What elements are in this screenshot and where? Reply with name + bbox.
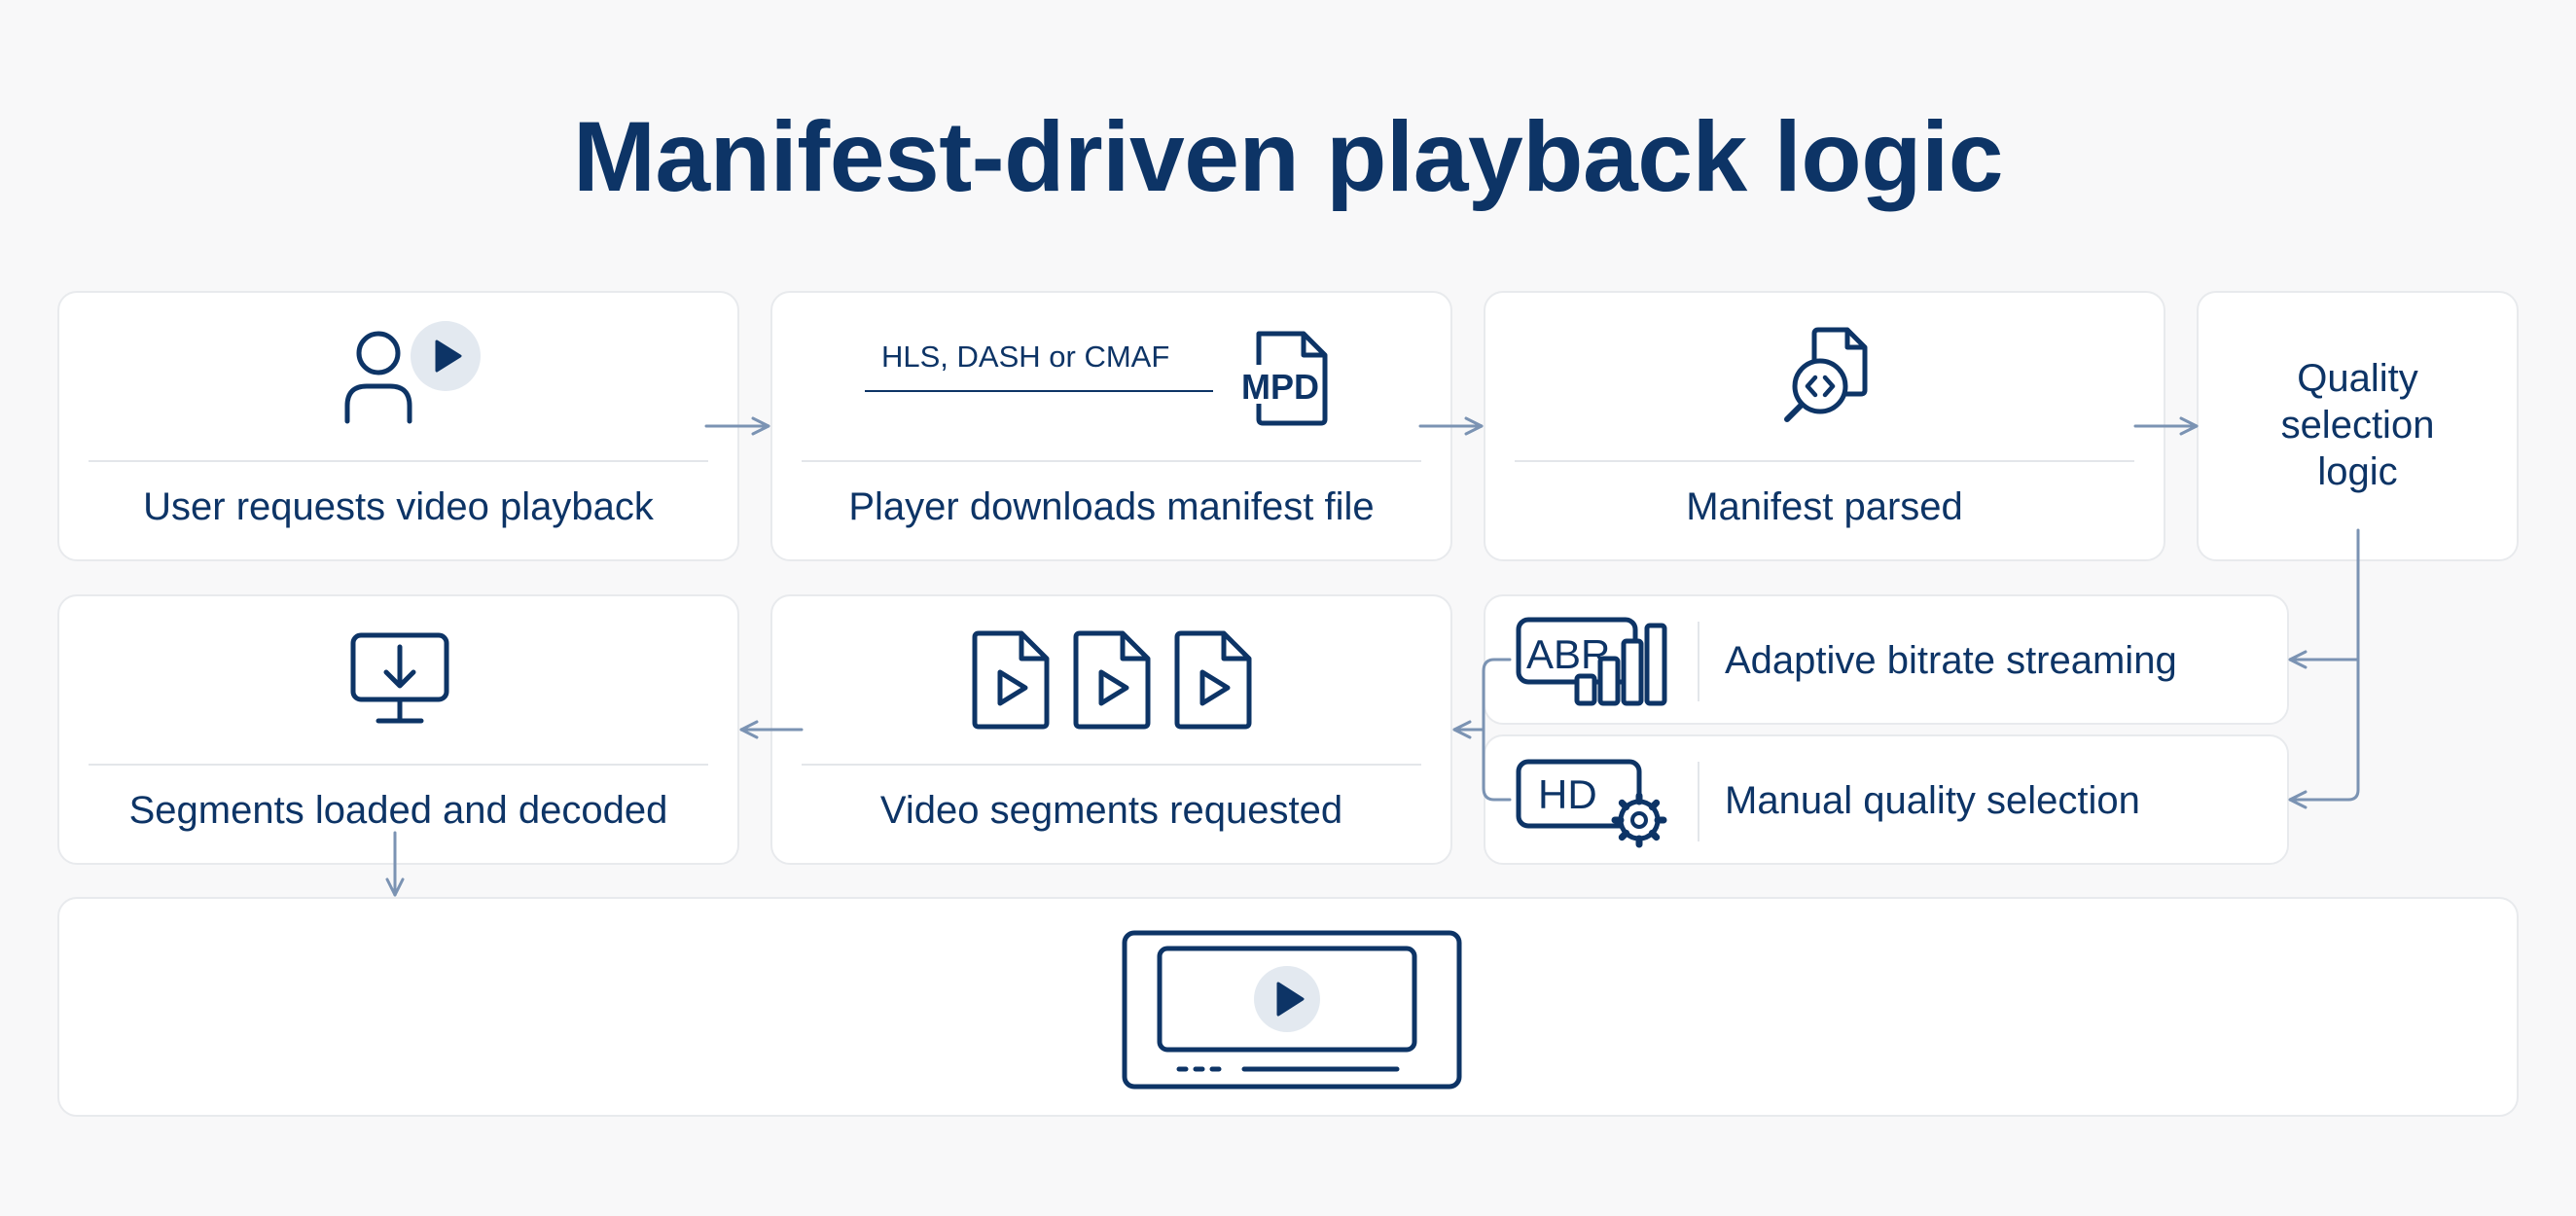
step-label: Player downloads manifest file [848,485,1375,528]
search-code-file-icon [1784,327,1868,422]
mpd-file-icon: MPD [1239,331,1328,426]
step-manifest-parsed: Manifest parsed [1484,291,2165,561]
video-player-icon [1122,930,1462,1090]
video-file-icon [972,630,1050,730]
playback-stage [57,897,2519,1117]
option-manual-quality: HD Manual quality selection [1484,734,2289,865]
hd-badge: HD [1538,771,1597,817]
step-quality-selection: Quality selection logic [2197,291,2519,561]
page-title: Manifest-driven playback logic [572,101,2004,212]
step-label: User requests video playback [143,485,654,528]
hd-gear-icon: HD [1516,759,1667,848]
step-segments-requested: Video segments requested [770,594,1452,865]
abr-bars-icon: ABR [1516,617,1667,706]
video-file-icon [1073,630,1151,730]
user-icon [344,331,412,424]
option-label: Manual quality selection [1725,779,2140,822]
step-label: Video segments requested [879,789,1343,832]
step-label: Manifest parsed [1686,485,1963,528]
abr-badge: ABR [1526,631,1610,677]
option-label: Adaptive bitrate streaming [1725,639,2177,682]
arrow-options-merge [1482,658,1512,802]
option-adaptive-bitrate: ABR Adaptive bitrate streaming [1484,594,2289,725]
formats-label: HLS, DASH or CMAF [881,340,1170,374]
step-user-requests-playback: User requests video playback [57,291,739,561]
step-label: Segments loaded and decoded [128,789,668,832]
play-icon [411,321,481,391]
mpd-badge: MPD [1241,367,1319,407]
step-label: Quality selection logic [2280,357,2435,493]
video-file-icon [1174,630,1252,730]
arrow-quality-branch [2288,528,2360,809]
step-download-manifest: HLS, DASH or CMAF MPD Player downloads m… [770,291,1452,561]
step-segments-loaded: Segments loaded and decoded [57,594,739,865]
monitor-download-icon [350,632,449,724]
